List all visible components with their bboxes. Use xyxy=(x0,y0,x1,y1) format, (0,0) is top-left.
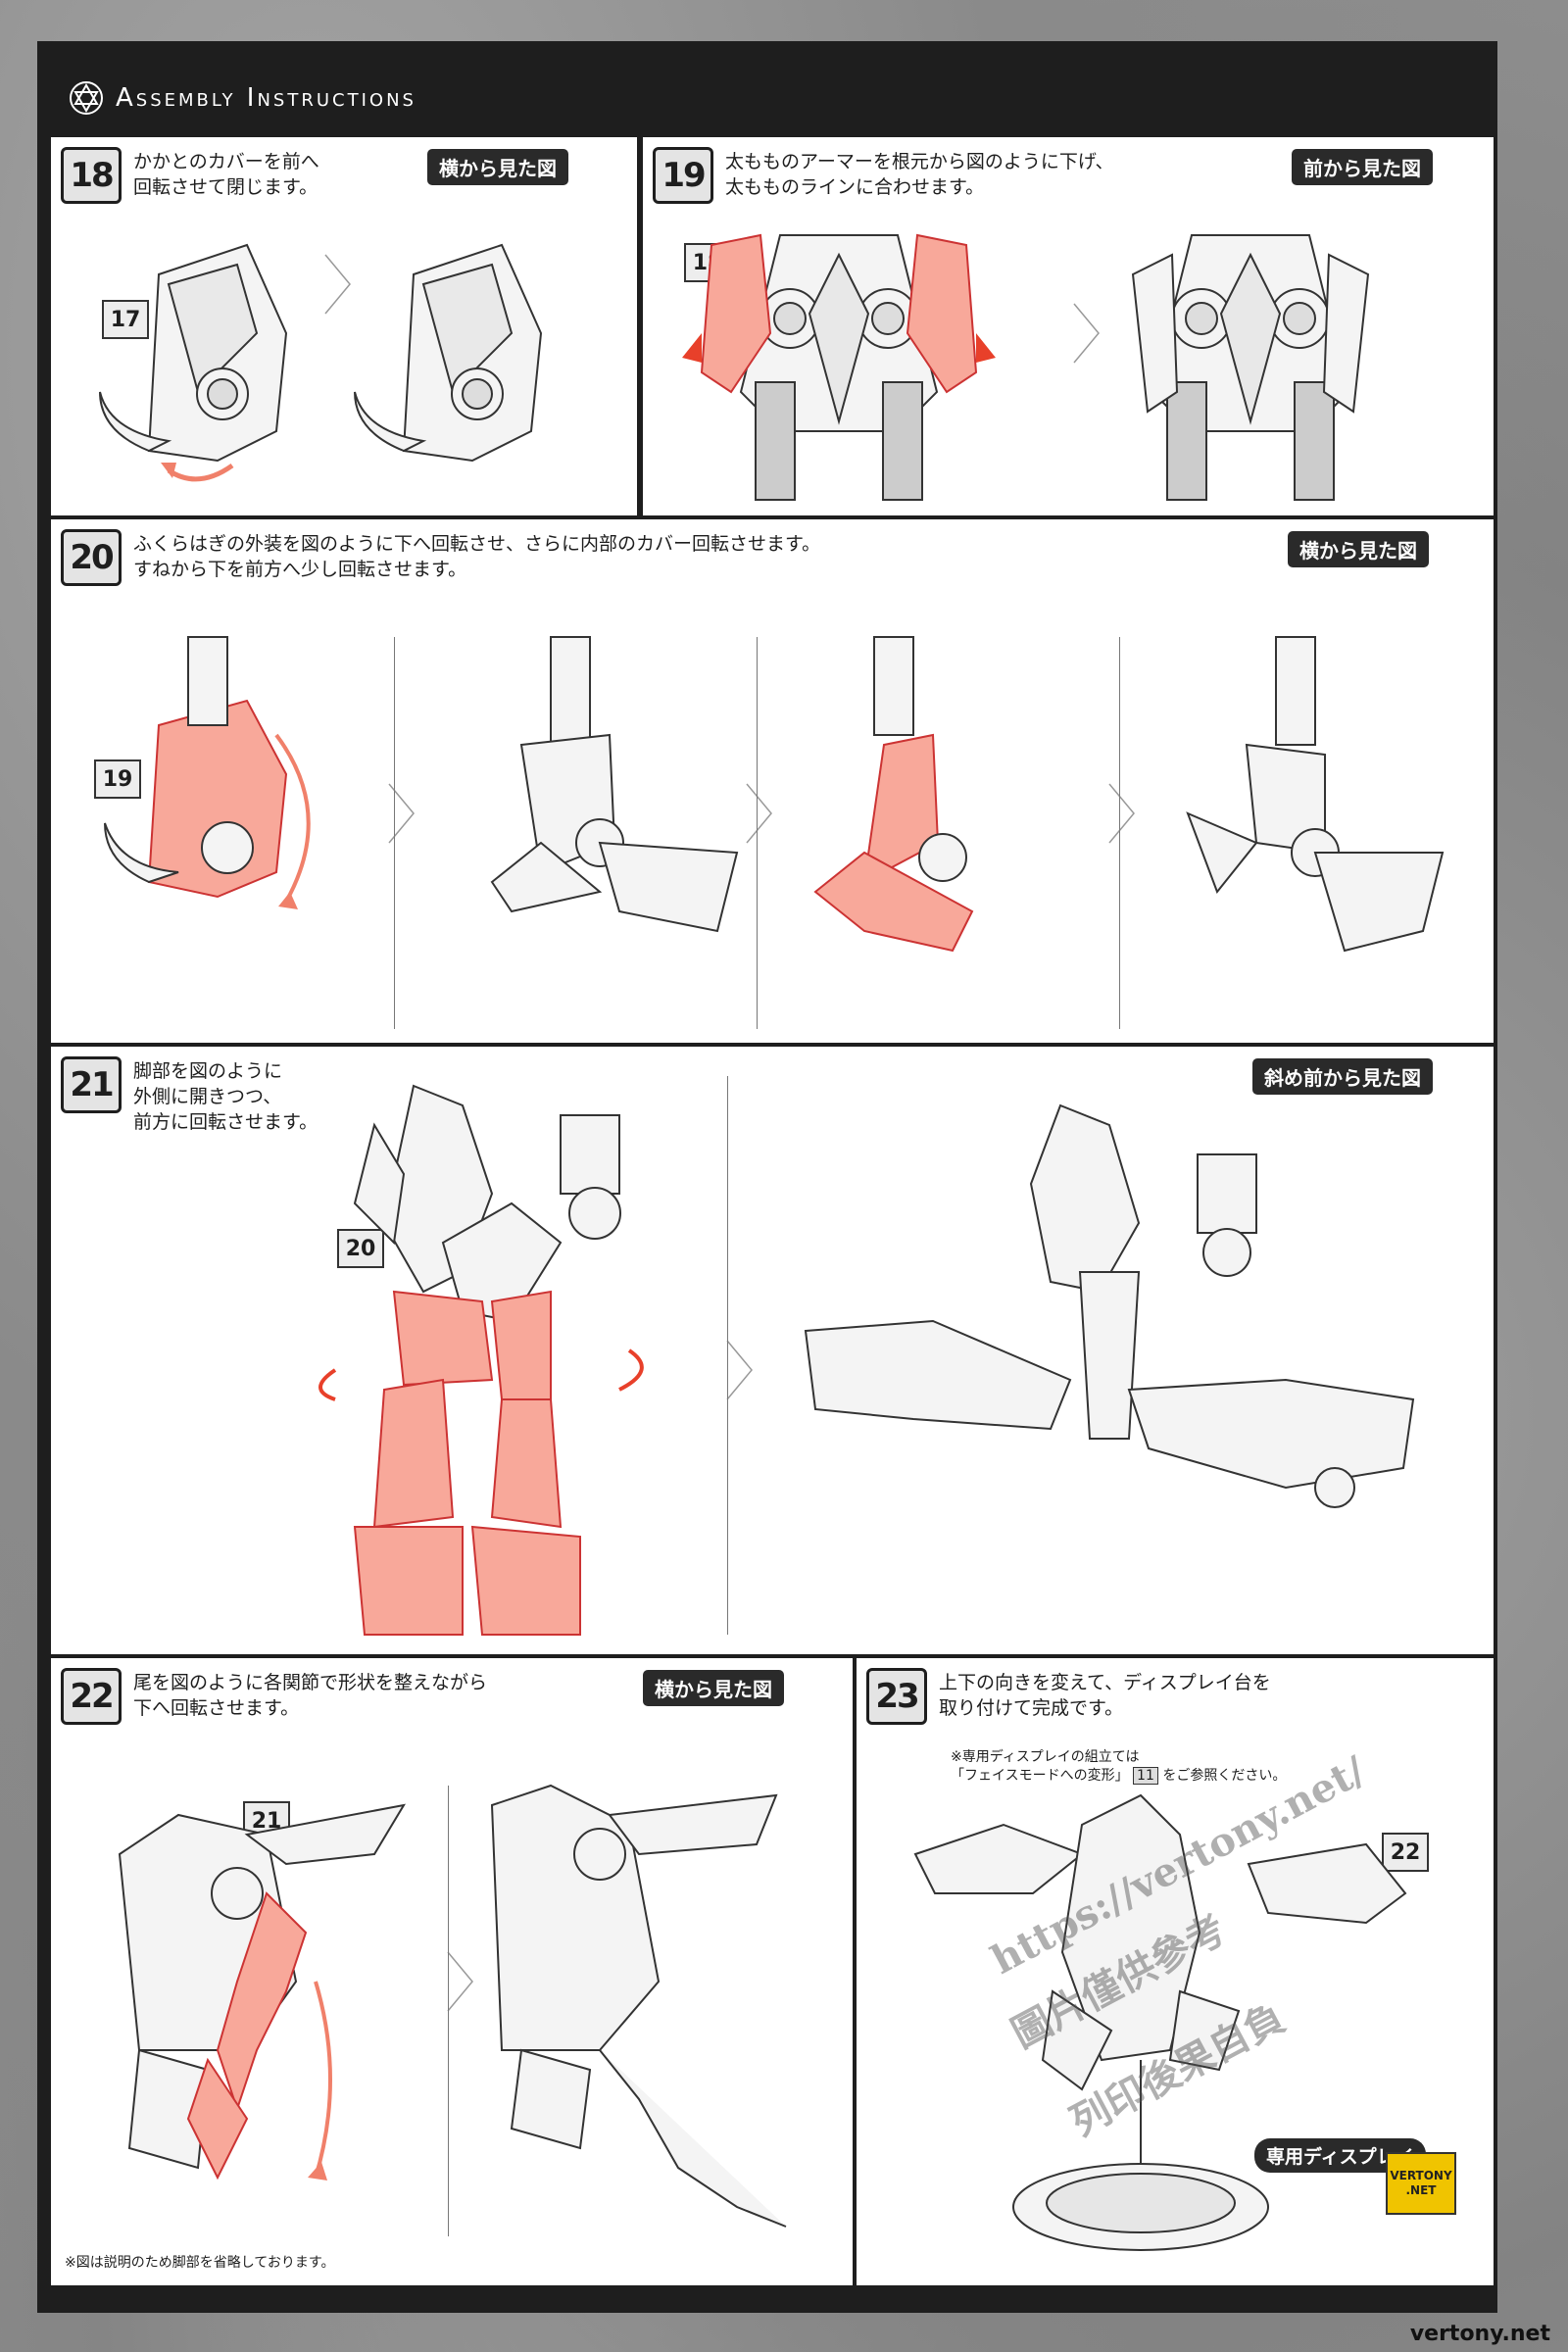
section-title: Assembly Instructions xyxy=(116,83,416,113)
instruction-line: すねから下を前方へ少し回転させます。 xyxy=(133,559,467,580)
view-label: 前から見た図 xyxy=(1292,149,1433,185)
step-number: 22 xyxy=(61,1668,122,1725)
note-fragment: をご参照ください。 xyxy=(1162,1768,1287,1784)
step-21-illustration xyxy=(318,1084,1415,1636)
step-instruction: 尾を図のように各関節で形状を整えながら 下へ回転させます。 xyxy=(133,1670,487,1721)
instruction-line: 下へ回転させます。 xyxy=(133,1697,300,1719)
view-label: 斜め前から見た図 xyxy=(1252,1058,1433,1095)
instruction-line: 太もものアーマーを根元から図のように下げ、 xyxy=(725,151,1114,172)
section-header: Assembly Instructions xyxy=(69,78,416,118)
step-19-panel: 19 太もものアーマーを根元から図のように下げ、 太もものラインに合わせます。 … xyxy=(643,137,1494,515)
instruction-line: 回転させて閉じます。 xyxy=(133,176,318,198)
divider xyxy=(394,637,395,1029)
previous-step-ref: 17 xyxy=(102,300,149,339)
step-22-illustration xyxy=(118,1784,787,2228)
view-label: 横から見た図 xyxy=(427,149,568,185)
instruction-line: 外側に開きつつ、 xyxy=(133,1086,282,1107)
note-line: 「フェイスモードへの変形」 11 をご参照ください。 xyxy=(951,1767,1286,1786)
logo-text: .NET xyxy=(1405,2183,1437,2197)
hexagram-icon xyxy=(70,81,103,115)
step-instruction: 脚部を図のように 外側に開きつつ、 前方に回転させます。 xyxy=(133,1058,318,1135)
view-label: 横から見た図 xyxy=(643,1670,784,1706)
instruction-line: 前方に回転させます。 xyxy=(133,1111,318,1133)
vertony-logo: VERTONY.NET xyxy=(1386,2152,1456,2215)
step-number: 19 xyxy=(653,147,713,204)
instruction-line: かかとのカバーを前へ xyxy=(133,151,319,172)
step-20-panel: 20 ふくらはぎの外装を図のように下へ回転させ、さらに内部のカバー回転させます。… xyxy=(51,519,1494,1043)
step-instruction: かかとのカバーを前へ 回転させて閉じます。 xyxy=(133,149,319,200)
step-instruction: ふくらはぎの外装を図のように下へ回転させ、さらに内部のカバー回転させます。 すね… xyxy=(133,531,820,582)
previous-step-ref: 19 xyxy=(94,760,141,799)
divider xyxy=(448,1786,449,2236)
site-url: vertony.net xyxy=(1409,2322,1550,2346)
view-label: 横から見た図 xyxy=(1288,531,1429,567)
instruction-line: 脚部を図のように xyxy=(133,1060,283,1082)
logo-text: VERTONY xyxy=(1390,2169,1452,2182)
divider xyxy=(727,1076,728,1635)
instruction-line: 尾を図のように各関節で形状を整えながら xyxy=(133,1672,488,1693)
note-line: ※専用ディスプレイの組立ては xyxy=(951,1749,1140,1765)
step-20-illustration xyxy=(104,636,1445,953)
instruction-line: 上下の向きを変えて、ディスプレイ台を xyxy=(939,1672,1271,1693)
step-21-panel: 21 脚部を図のように 外側に開きつつ、 前方に回転させます。 斜め前から見た図… xyxy=(51,1047,1494,1654)
step-number: 21 xyxy=(61,1056,122,1113)
footnote: ※図は説明のため脚部を省略しております。 xyxy=(65,2255,335,2271)
divider xyxy=(757,637,758,1029)
instruction-line: 取り付けて完成です。 xyxy=(939,1697,1124,1719)
step-19-illustration xyxy=(682,233,1370,501)
step-18-panel: 18 かかとのカバーを前へ 回転させて閉じます。 横から見た図 17 xyxy=(51,137,637,515)
step-23-illustration xyxy=(913,1793,1407,2251)
step-18-illustration xyxy=(99,243,543,482)
display-note: ※専用ディスプレイの組立ては 「フェイスモードへの変形」 11 をご参照ください… xyxy=(951,1748,1286,1786)
step-number: 23 xyxy=(866,1668,927,1725)
step-instruction: 上下の向きを変えて、ディスプレイ台を 取り付けて完成です。 xyxy=(939,1670,1271,1721)
previous-step-ref: 22 xyxy=(1382,1833,1429,1872)
step-instruction: 太もものアーマーを根元から図のように下げ、 太もものラインに合わせます。 xyxy=(725,149,1114,200)
instruction-line: 太もものラインに合わせます。 xyxy=(725,176,985,198)
divider xyxy=(1119,637,1120,1029)
previous-step-ref: 20 xyxy=(337,1229,384,1268)
step-22-panel: 22 尾を図のように各関節で形状を整えながら 下へ回転させます。 横から見た図 … xyxy=(51,1658,853,2285)
step-number: 18 xyxy=(61,147,122,204)
step-number: 20 xyxy=(61,529,122,586)
note-step-ref: 11 xyxy=(1133,1767,1158,1785)
instruction-line: ふくらはぎの外装を図のように下へ回転させ、さらに内部のカバー回転させます。 xyxy=(133,533,821,555)
note-fragment: 「フェイスモードへの変形」 xyxy=(951,1768,1129,1784)
